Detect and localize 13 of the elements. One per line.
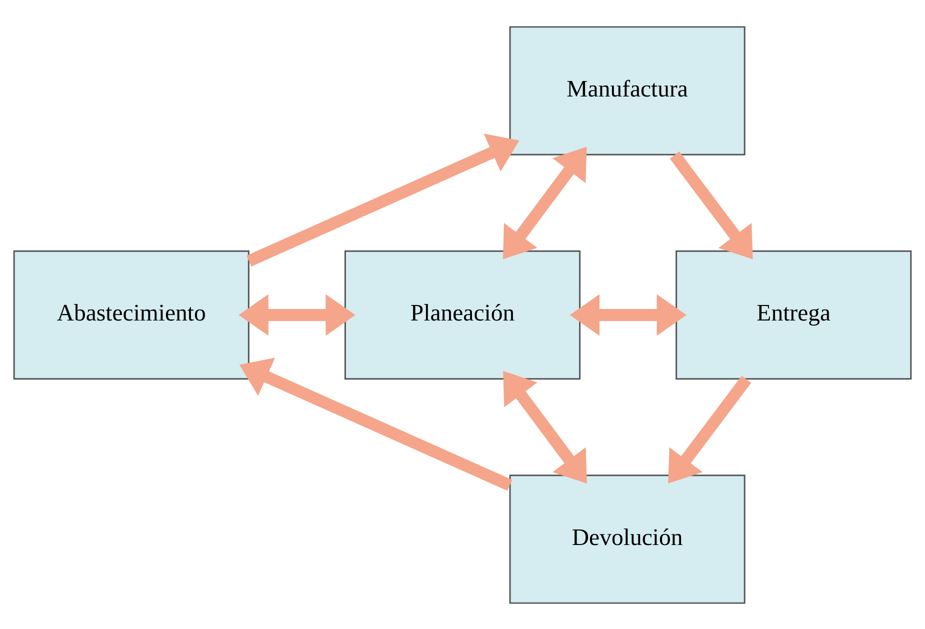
arrow bbox=[668, 375, 752, 483]
arrow bbox=[239, 357, 512, 490]
arrow bbox=[238, 294, 356, 336]
node-box: Abastecimiento bbox=[13, 250, 250, 380]
arrow bbox=[246, 133, 520, 266]
node-box: Planeación bbox=[344, 250, 581, 380]
arrow bbox=[502, 146, 587, 259]
arrow bbox=[503, 370, 587, 483]
node-box: Manufactura bbox=[509, 26, 746, 155]
node-box: Devolución bbox=[509, 474, 746, 604]
arrow bbox=[570, 294, 686, 336]
node-box: Entrega bbox=[676, 250, 912, 380]
arrow bbox=[670, 151, 753, 259]
